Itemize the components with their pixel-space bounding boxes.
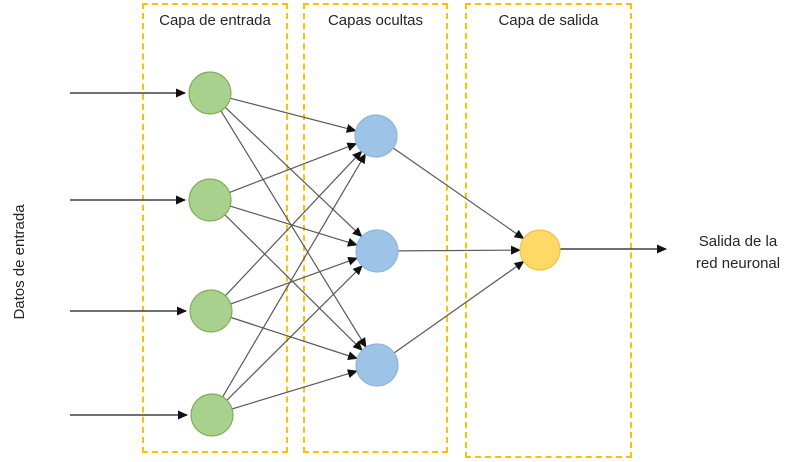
edge-input3-hidden2 bbox=[230, 256, 359, 305]
edge-hidden2-output1 bbox=[397, 245, 521, 255]
hidden-node-1 bbox=[354, 114, 398, 158]
input-node-1 bbox=[188, 71, 232, 115]
input-node-2 bbox=[188, 178, 232, 222]
input-node-4 bbox=[190, 393, 234, 437]
edge-input2-hidden2 bbox=[229, 205, 358, 247]
input-node-3 bbox=[189, 289, 233, 333]
edge-input1-hidden1 bbox=[230, 97, 357, 133]
hidden-node-2 bbox=[355, 229, 399, 273]
network-output-label-line1: Salida de la bbox=[698, 233, 778, 250]
edge-input2-hidden1 bbox=[229, 142, 358, 193]
input-layer-box: Capa de entrada bbox=[142, 3, 288, 453]
hidden-node-3 bbox=[355, 343, 399, 387]
edge-input3-hidden1 bbox=[224, 150, 363, 297]
edge-input1-hidden2 bbox=[224, 106, 363, 238]
edge-input3-hidden3 bbox=[230, 316, 358, 360]
network-output-label: Salida de la red neuronal bbox=[683, 231, 793, 275]
output-node-1 bbox=[519, 229, 561, 271]
edge-hidden1-output1 bbox=[392, 147, 525, 240]
edge-input4-hidden3 bbox=[231, 369, 358, 410]
edge-input2-hidden3 bbox=[224, 214, 363, 351]
output-layer-box: Capa de salida bbox=[465, 3, 632, 458]
edge-hidden3-output1 bbox=[393, 260, 525, 354]
edge-input1-hidden3 bbox=[220, 110, 367, 348]
hidden-layer-title: Capas ocultas bbox=[327, 12, 424, 29]
edge-input4-hidden2 bbox=[226, 265, 363, 401]
network-output-label-line2: red neuronal bbox=[695, 255, 781, 272]
hidden-layer-box: Capas ocultas bbox=[303, 3, 448, 453]
output-layer-title: Capa de salida bbox=[498, 12, 599, 29]
input-layer-title: Capa de entrada bbox=[159, 12, 271, 29]
edge-input4-hidden1 bbox=[222, 153, 366, 398]
